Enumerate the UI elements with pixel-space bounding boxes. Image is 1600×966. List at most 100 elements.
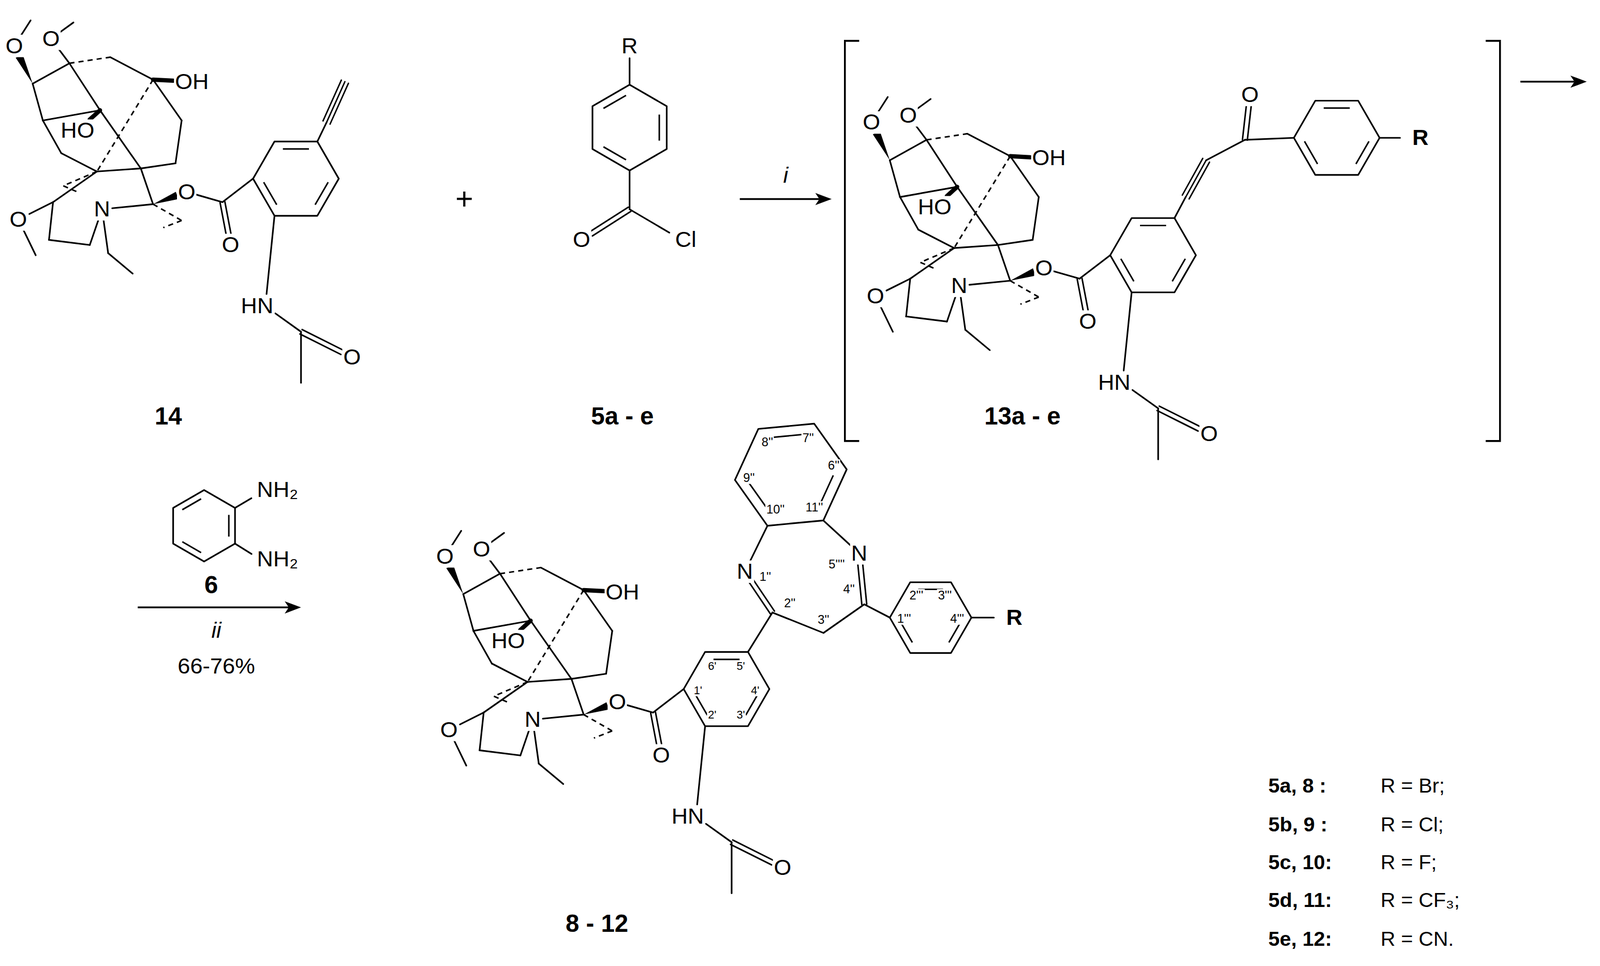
bond-line (1379, 137, 1400, 139)
bond-line (772, 612, 824, 633)
bond-line (732, 839, 774, 861)
chem-label: + (454, 183, 475, 215)
label-holder: O (1240, 83, 1261, 107)
bond-line (479, 749, 521, 755)
label-holder: 3'' (816, 609, 831, 628)
chem-label: O (898, 104, 918, 127)
chem-label: O (607, 690, 628, 714)
label-holder: N (850, 541, 869, 565)
label-holder: 4''' (949, 608, 966, 627)
chem-label: NH₂ (256, 478, 300, 501)
bond-line (302, 329, 344, 351)
atom-number: 3' (735, 708, 747, 721)
arrow-head (284, 600, 302, 614)
bond-line (527, 678, 572, 682)
benzene-ring (1293, 100, 1380, 175)
chem-label: HO (59, 119, 96, 142)
ring-double-bond (658, 114, 661, 141)
ring-double-bond (182, 498, 201, 510)
bond-line (483, 681, 528, 713)
chem-label: O (773, 855, 793, 879)
chem-label: OH (604, 580, 641, 603)
label-holder: 13a - e (983, 404, 1062, 429)
bond-line (153, 203, 182, 221)
bond-line (954, 244, 999, 248)
bond-line (946, 294, 957, 322)
bond-line (1020, 297, 1039, 305)
atom-number: 3''' (937, 588, 954, 602)
bond-line (926, 133, 968, 140)
label-holder: O (435, 544, 455, 568)
chem-label: O (1240, 83, 1261, 107)
chem-label: 5d, 11: (1267, 889, 1333, 910)
label-holder: HO (916, 196, 953, 219)
bond-line (1123, 292, 1132, 371)
atom-number: 4''' (949, 612, 966, 625)
chem-label: 5e, 12: (1267, 927, 1333, 948)
atom-number: 6' (706, 660, 718, 672)
chem-label: OH (173, 70, 210, 93)
label-holder: O (220, 233, 241, 257)
bond-line (53, 171, 98, 202)
bond-line (920, 262, 938, 270)
label-holder: 1''' (896, 608, 913, 627)
bond-line (705, 823, 732, 842)
label-holder: 9'' (742, 467, 756, 486)
bond-line (967, 133, 1011, 156)
benzene-ring (173, 490, 236, 562)
bond-line (862, 563, 867, 604)
label-holder: 5a, 8 : (1267, 775, 1328, 797)
bond-line (49, 201, 54, 240)
ring-double-bond (713, 658, 740, 660)
wedge-bond (15, 54, 33, 84)
bond-line (589, 206, 629, 232)
bond-line (857, 563, 863, 605)
label-holder: 6'' (826, 454, 841, 473)
atom-number: 2''' (908, 588, 925, 602)
chem-label: R = CF₃; (1379, 889, 1461, 910)
bond-line (653, 688, 684, 713)
ring-double-bond (1120, 258, 1134, 282)
benzene-ring (890, 582, 972, 654)
atom-number: 7'' (801, 431, 816, 444)
label-holder: HO (490, 629, 527, 653)
bond-line (542, 714, 584, 719)
chem-label: O (342, 345, 362, 368)
bond-line (918, 229, 955, 248)
bond-line (491, 663, 528, 682)
label-holder: HN (240, 294, 275, 318)
bond-line (527, 589, 584, 682)
bond-line (163, 220, 182, 228)
label-holder: O (898, 104, 918, 127)
label-holder: 8'' (760, 431, 775, 450)
bond-line (1077, 278, 1084, 311)
chem-label: HN (670, 805, 706, 828)
bond-line (971, 616, 994, 618)
chem-label: O (8, 208, 29, 231)
label-holder: ii (210, 619, 222, 642)
bond-line (103, 219, 109, 254)
bond-line (140, 168, 154, 204)
bond-line (1157, 408, 1160, 460)
chem-label: O (439, 718, 459, 741)
chem-label: ii (210, 619, 222, 642)
bond-line (571, 678, 584, 715)
bond-line (1079, 255, 1110, 279)
bond-line (916, 98, 931, 110)
wedge-bond (446, 564, 464, 595)
chem-label: O (435, 544, 455, 568)
bond-line (583, 714, 613, 731)
chem-label: N (93, 198, 112, 221)
chem-label: 14 (153, 404, 184, 429)
atom-number: 4'' (842, 582, 856, 596)
label-holder: 2'' (782, 593, 797, 612)
bond-line (1032, 197, 1040, 241)
label-holder: 4' (749, 679, 761, 698)
bond-line (571, 673, 606, 679)
bond-line (32, 63, 70, 84)
bracket (845, 40, 860, 441)
label-holder: O (471, 537, 492, 560)
chem-label: R = Br; (1379, 775, 1446, 796)
label-holder: O (1033, 257, 1054, 280)
